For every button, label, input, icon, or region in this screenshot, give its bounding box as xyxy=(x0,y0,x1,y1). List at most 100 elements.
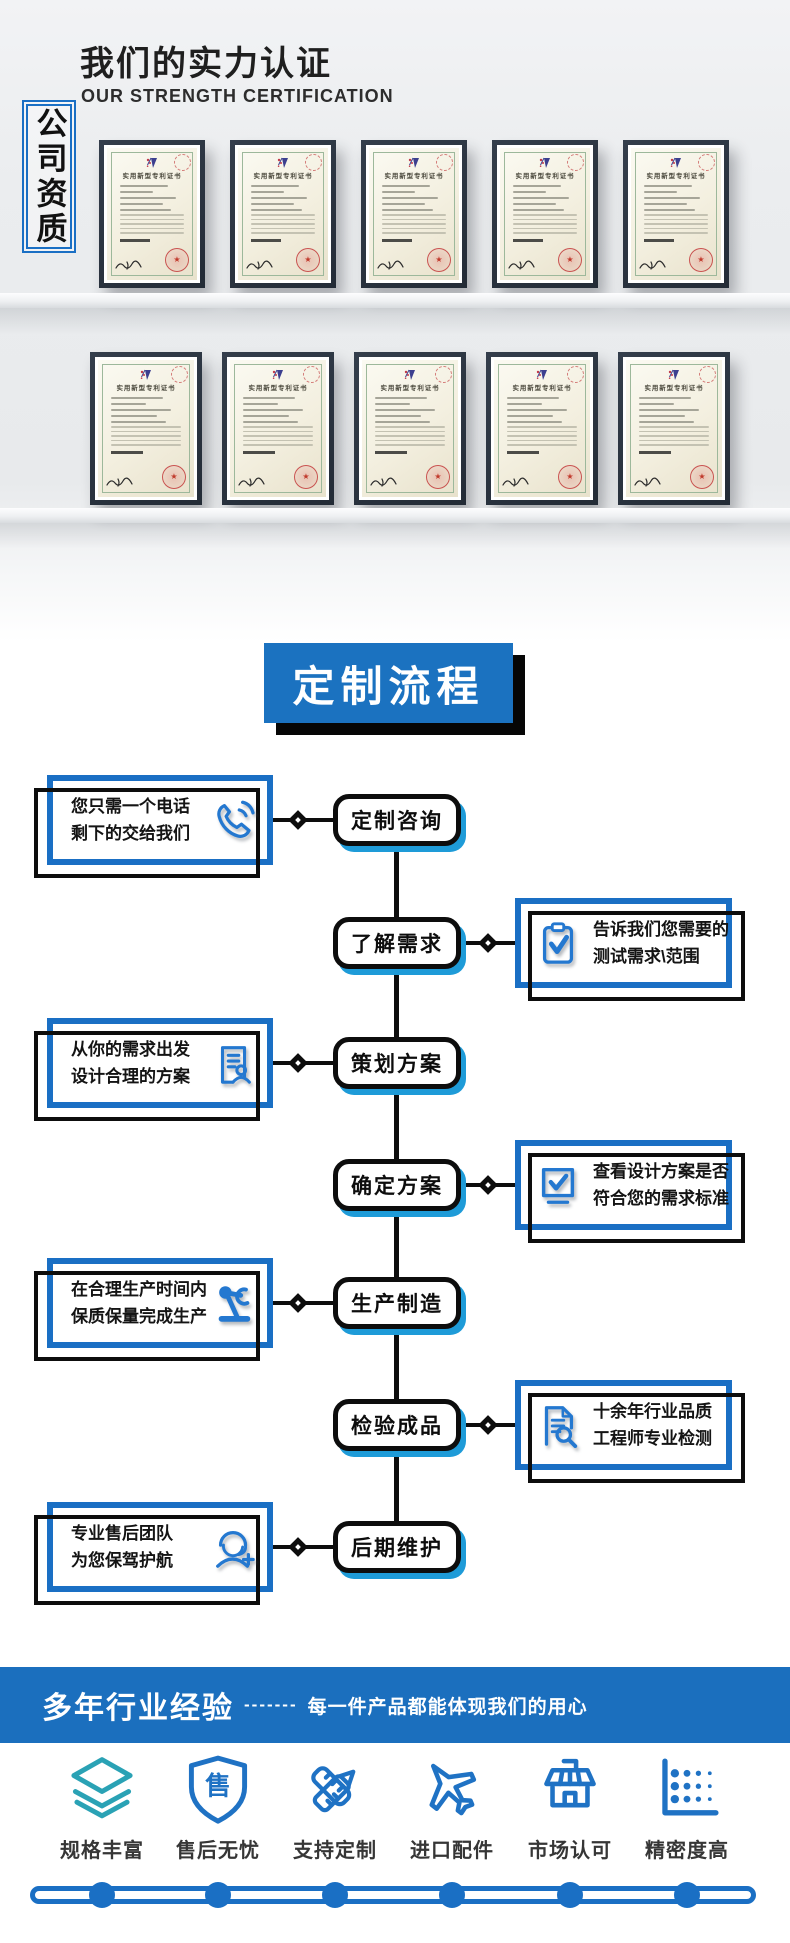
cert-text-line xyxy=(375,415,422,417)
cert-logo-icon xyxy=(113,157,191,169)
certificate-paper: 实用新型专利证书★ xyxy=(362,360,458,497)
flow-node-label: 生产制造 xyxy=(351,1293,443,1316)
certificate-title: 实用新型专利证书 xyxy=(384,173,444,180)
cert-seal-icon xyxy=(303,366,320,383)
timeline-dot xyxy=(205,1882,231,1908)
phone-icon xyxy=(211,797,257,843)
shelf-board xyxy=(0,293,790,334)
cert-signature xyxy=(245,260,275,271)
experience-bar: 多年行业经验 ------- 每一件产品都能体现我们的用心 xyxy=(0,1667,790,1743)
callout-line: 设计合理的方案 xyxy=(71,1067,190,1086)
cert-text-line xyxy=(111,397,164,399)
feature-label: 精密度高 xyxy=(645,1840,729,1862)
certificate-paper: 实用新型专利证书 ★ xyxy=(230,360,326,497)
certificate-paper: 实用新型专利证书 ★ xyxy=(98,360,194,497)
cert-text-line xyxy=(639,409,700,411)
feature-label: 市场认可 xyxy=(528,1840,612,1862)
cert-stamp-icon: ★ xyxy=(162,465,186,489)
certificate-title: 实用新型专利证书 xyxy=(644,385,704,392)
cert-stamp-icon: ★ xyxy=(426,465,450,489)
flow-callout: 您只需一个电话 剩下的交给我们 xyxy=(47,775,273,865)
feature-item: 进口配件 xyxy=(392,1750,512,1863)
diamond-connector-icon xyxy=(478,1175,498,1195)
cert-text-line xyxy=(111,415,158,417)
cert-logo-icon xyxy=(506,157,584,169)
cert-text-line xyxy=(644,203,687,205)
cert-text-line xyxy=(507,421,563,423)
timeline-dot xyxy=(322,1882,348,1908)
flow-node-label: 了解需求 xyxy=(351,933,443,956)
cert-text-line xyxy=(639,403,675,405)
certificate-title: 实用新型专利证书 xyxy=(253,173,313,180)
flow-node-label: 确定方案 xyxy=(351,1175,443,1198)
certificate-title: 实用新型专利证书 xyxy=(515,173,575,180)
cert-text-line xyxy=(639,397,692,399)
cert-text-line xyxy=(243,421,299,423)
callout-line: 保质保量完成生产 xyxy=(71,1307,207,1326)
certificate-mat: 实用新型专利证书 ★ xyxy=(227,357,329,500)
certificate-title: 实用新型专利证书 xyxy=(248,385,308,392)
timeline-track xyxy=(30,1886,756,1904)
callout-line: 符合您的需求标准 xyxy=(593,1189,729,1208)
cert-text-line xyxy=(507,409,568,411)
certificate-mat: 实用新型专利证书★ xyxy=(491,357,593,500)
cert-text-line xyxy=(111,421,167,423)
cert-text-line xyxy=(644,185,693,187)
certificate-title: 实用新型专利证书 xyxy=(122,173,182,180)
cert-stamp-icon: ★ xyxy=(294,465,318,489)
callout-line: 在合理生产时间内 xyxy=(71,1279,207,1299)
cert-signature xyxy=(114,260,144,271)
plan-doc-icon xyxy=(211,1040,257,1086)
certificate-frame: 实用新型专利证书★ xyxy=(623,140,729,288)
callout-line: 告诉我们您需要的 xyxy=(593,919,729,939)
cert-text-line xyxy=(120,203,163,205)
cert-text-line xyxy=(251,209,303,211)
diamond-connector-icon xyxy=(288,1293,308,1313)
cert-stamp-icon: ★ xyxy=(690,465,714,489)
flow-node: 生产制造 xyxy=(333,1277,461,1329)
shield-icon: 售 xyxy=(158,1750,278,1830)
callout-line: 查看设计方案是否 xyxy=(593,1161,729,1181)
cert-signature xyxy=(369,477,399,488)
cert-text-line xyxy=(507,403,543,405)
certificate-mat: 实用新型专利证书 ★ xyxy=(623,357,725,500)
flow-node: 定制咨询 xyxy=(333,794,461,846)
feature-label: 支持定制 xyxy=(293,1840,377,1862)
callout-line: 十余年行业品质 xyxy=(593,1401,712,1421)
section-title: 我们的实力认证 xyxy=(80,45,332,83)
flow-node: 了解需求 xyxy=(333,917,461,969)
cert-text-line xyxy=(375,421,431,423)
cert-text-line xyxy=(120,197,177,199)
cert-text-line xyxy=(375,397,428,399)
cert-text-line xyxy=(111,403,147,405)
flow-callout: 从你的需求出发 设计合理的方案 xyxy=(47,1018,273,1108)
cert-text-line xyxy=(639,415,686,417)
certificate-paper: 实用新型专利证书★ xyxy=(107,148,197,280)
cert-text-line xyxy=(382,191,415,193)
process-header-text: 定制流程 xyxy=(292,662,485,710)
plane-icon xyxy=(392,1750,512,1830)
cert-text-line xyxy=(382,197,439,199)
cert-seal-icon xyxy=(567,154,584,171)
monitor-check-icon xyxy=(535,1162,581,1208)
callout-line: 从你的需求出发 xyxy=(71,1039,190,1059)
certificate-frame: 实用新型专利证书★ xyxy=(99,140,205,288)
cert-signature xyxy=(633,477,663,488)
section-subtitle: OUR STRENGTH CERTIFICATION xyxy=(81,86,394,106)
cert-text-line xyxy=(243,397,296,399)
cert-seal-icon xyxy=(435,366,452,383)
experience-title: 多年行业经验 xyxy=(42,1692,234,1725)
callout-line: 专业售后团队 xyxy=(71,1523,173,1543)
certificate-frame: 实用新型专利证书★ xyxy=(486,352,598,505)
feature-item: 规格丰富 xyxy=(42,1750,162,1863)
cert-text-line xyxy=(644,209,696,211)
cert-logo-icon xyxy=(632,369,716,381)
feature-item: 支持定制 xyxy=(275,1750,395,1863)
certificate-frame: 实用新型专利证书 ★ xyxy=(90,352,202,505)
flow-node: 确定方案 xyxy=(333,1159,461,1211)
cert-text-line xyxy=(251,203,294,205)
certificate-title: 实用新型专利证书 xyxy=(116,385,176,392)
shield-char: 售 xyxy=(205,1771,231,1801)
shelf-board xyxy=(0,508,790,549)
cert-text-line xyxy=(111,409,172,411)
